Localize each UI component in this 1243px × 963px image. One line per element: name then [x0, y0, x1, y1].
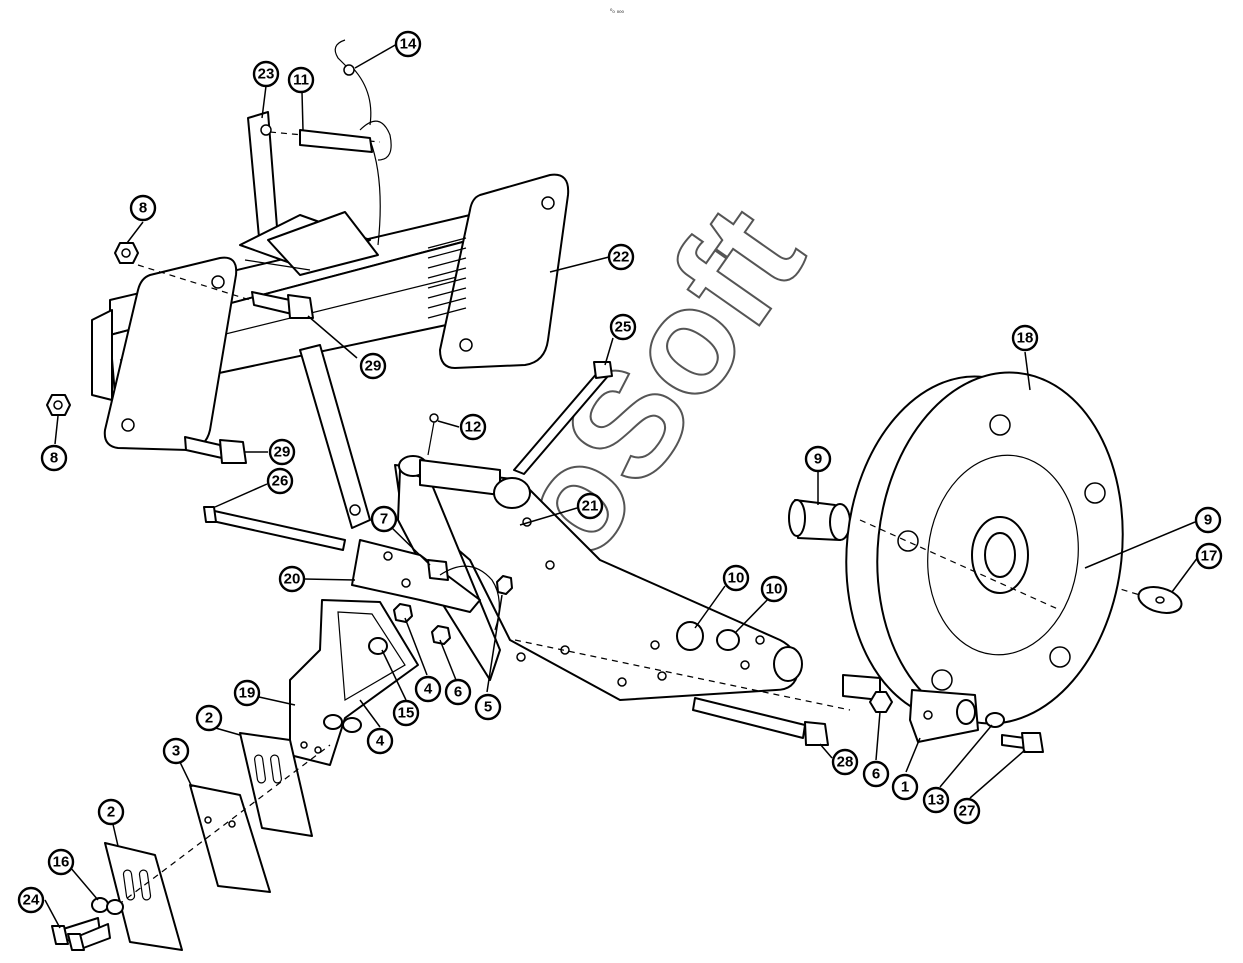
callout-4-lower: 4	[366, 727, 394, 755]
bushings-10	[676, 621, 740, 651]
callout-15: 15	[392, 699, 420, 727]
callout-26: 26	[266, 467, 294, 495]
callout-17: 17	[1195, 542, 1223, 570]
callout-3: 3	[162, 737, 190, 765]
rod-25	[513, 361, 613, 475]
callout-25: 25	[609, 313, 637, 341]
callout-22-label: 22	[613, 249, 630, 266]
plates-2-3-2	[104, 732, 331, 951]
callout-17-label: 17	[1201, 548, 1218, 565]
callout-23-label: 23	[258, 66, 275, 83]
callout-2-lower-label: 2	[107, 804, 115, 821]
washer-17	[1137, 586, 1183, 614]
pin-11-and-clip-14	[269, 39, 392, 246]
callout-4-lower-label: 4	[376, 733, 385, 750]
callout-2-upper: 2	[195, 704, 223, 732]
callout-6-right: 6	[862, 760, 890, 788]
bracket-23	[239, 111, 379, 276]
callout-16: 16	[47, 848, 75, 876]
callout-9-top: 9	[804, 445, 832, 473]
callout-28-label: 28	[837, 754, 854, 771]
callout-21-label: 21	[582, 498, 599, 515]
callout-29-left-label: 29	[274, 444, 291, 461]
callout-9-right-label: 9	[1204, 512, 1212, 529]
callout-10-left-label: 10	[728, 570, 745, 587]
rod-26	[203, 506, 346, 551]
callout-8-top: 8	[129, 194, 157, 222]
callout-29-top: 29	[359, 352, 387, 380]
callout-28: 28	[831, 748, 859, 776]
callout-12-label: 12	[465, 419, 482, 436]
callout-11: 11	[287, 66, 315, 94]
callout-2-upper-label: 2	[205, 710, 213, 727]
callout-25-label: 25	[615, 319, 632, 336]
leader-lines	[44, 43, 1199, 929]
callout-3-label: 3	[172, 743, 180, 760]
callout-24: 24	[17, 886, 45, 914]
callout-27: 27	[953, 797, 981, 825]
callout-23: 23	[252, 60, 280, 88]
callout-5: 5	[474, 693, 502, 721]
bolt-28	[692, 697, 829, 746]
callout-20: 20	[278, 565, 306, 593]
header-note: ⁰₀ ₀₀₀	[610, 8, 625, 15]
pin-12	[427, 413, 439, 456]
callout-19: 19	[233, 679, 261, 707]
callout-6-mid: 6	[444, 678, 472, 706]
callout-2-lower: 2	[97, 798, 125, 826]
callout-13-label: 13	[928, 792, 945, 809]
callout-8-left: 8	[40, 444, 68, 472]
callout-22: 22	[607, 243, 635, 271]
callout-10-left: 10	[722, 564, 750, 592]
callout-29-top-label: 29	[365, 358, 382, 375]
plate-left	[103, 256, 238, 451]
bracket-19	[289, 599, 451, 766]
callout-1: 1	[891, 773, 919, 801]
callout-11-label: 11	[293, 72, 309, 89]
callouts: 14 23 11 8 22 25 29 18 12 29 8 9 26 21 7…	[17, 30, 1223, 914]
bolts-24-washers-16	[51, 897, 124, 951]
callout-8-left-label: 8	[50, 450, 58, 467]
bolts-and-nuts	[46, 242, 314, 464]
callout-8-top-label: 8	[139, 200, 147, 217]
callout-10-right-label: 10	[766, 581, 783, 598]
callout-4-upper: 4	[414, 675, 442, 703]
callout-9-top-label: 9	[814, 451, 822, 468]
plate-22	[427, 173, 570, 369]
callout-26-label: 26	[272, 473, 289, 490]
callout-14: 14	[394, 30, 422, 58]
callout-29-left: 29	[268, 438, 296, 466]
callout-1-label: 1	[901, 779, 909, 796]
callout-20-label: 20	[284, 571, 301, 588]
wheel-18	[845, 371, 1124, 725]
callout-7: 7	[370, 505, 398, 533]
callout-21: 21	[576, 492, 604, 520]
callout-18-label: 18	[1017, 330, 1034, 347]
callout-4-upper-label: 4	[424, 681, 433, 698]
callout-6-right-label: 6	[872, 766, 880, 783]
clamp-1-group	[842, 674, 1044, 753]
callout-14-label: 14	[400, 36, 417, 53]
callout-5-label: 5	[484, 699, 492, 716]
callout-13: 13	[922, 786, 950, 814]
callout-18: 18	[1011, 324, 1039, 352]
callout-19-label: 19	[239, 685, 256, 702]
callout-15-label: 15	[398, 705, 415, 722]
callout-27-label: 27	[959, 803, 976, 820]
callout-7-label: 7	[380, 511, 388, 528]
callout-16-label: 16	[53, 854, 70, 871]
callout-6-mid-label: 6	[454, 684, 462, 701]
callout-24-label: 24	[23, 892, 40, 909]
callout-9-right: 9	[1194, 506, 1222, 534]
callout-10-right: 10	[760, 575, 788, 603]
callout-12: 12	[459, 413, 487, 441]
